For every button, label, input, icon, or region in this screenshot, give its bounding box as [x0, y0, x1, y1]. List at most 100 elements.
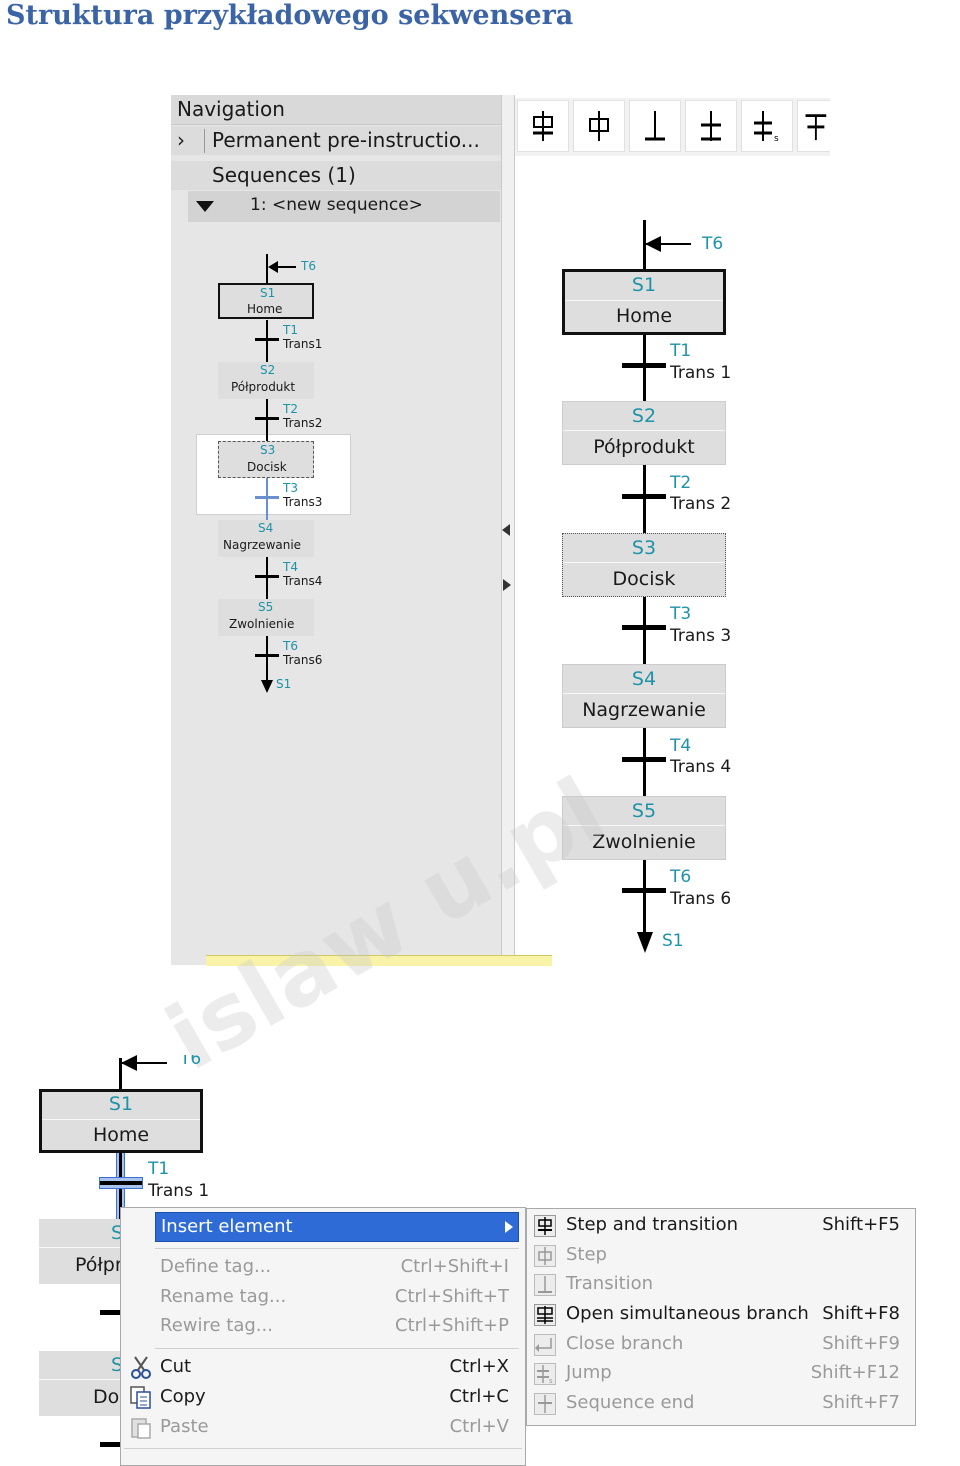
step-divider: [563, 693, 725, 694]
menu-item-label: Paste: [160, 1416, 209, 1437]
submenu-item-jump[interactable]: s Jump Shift+F12: [530, 1360, 914, 1388]
permanent-pre-row[interactable]: › Permanent pre-instructio...: [171, 126, 501, 155]
submenu-item-transition[interactable]: Transition: [530, 1271, 914, 1299]
insert-transition-icon[interactable]: [629, 100, 681, 152]
menu-item-shortcut: Ctrl+X: [449, 1356, 509, 1377]
sequences-row[interactable]: Sequences (1): [171, 161, 501, 190]
sequence-item-row[interactable]: 1: <new sequence>: [188, 191, 500, 222]
menu-separator: [155, 1248, 519, 1249]
transition-icon: [534, 1274, 556, 1296]
step-icon: [534, 1245, 556, 1267]
mini-transition-bar[interactable]: [255, 417, 279, 420]
mini-step-id: S3: [260, 443, 276, 457]
bottom-row-left: [171, 955, 201, 965]
main-transition-bar[interactable]: [622, 363, 666, 368]
submenu-item-shortcut: Shift+F9: [822, 1333, 900, 1354]
main-spine: [643, 728, 646, 796]
main-transition-id: T3: [670, 604, 692, 624]
main-step-s5[interactable]: S5 Zwolnienie: [562, 796, 726, 860]
main-step-s4[interactable]: S4 Nagrzewanie: [562, 664, 726, 728]
step-divider: [39, 1379, 120, 1380]
main-transition-bar[interactable]: [622, 757, 666, 762]
menu-item-shortcut: Ctrl+V: [449, 1416, 509, 1437]
lower-step-name: Home: [92, 1124, 150, 1146]
lower-transition-name: Trans 1: [148, 1181, 210, 1201]
menu-item-label: Define tag...: [160, 1256, 272, 1277]
mini-transition-bar[interactable]: [255, 338, 279, 341]
main-step-s2[interactable]: S2 Półprodukt: [562, 401, 726, 465]
main-transition-name: Trans 4: [670, 757, 732, 777]
main-step-s3[interactable]: S3 Docisk: [562, 533, 726, 597]
main-transition-name: Trans 2: [670, 494, 732, 514]
page-title: Struktura przykładowego sekwensera: [6, 0, 574, 31]
mini-step-name: Zwolnienie: [229, 617, 295, 631]
submenu-item-step-and-transition[interactable]: Step and transition Shift+F5: [530, 1212, 914, 1240]
mini-transition-id: T3: [283, 481, 298, 495]
submenu-item-shortcut: Shift+F5: [822, 1214, 900, 1235]
main-step-s1[interactable]: S1 Home: [562, 269, 726, 335]
sequence-end-icon[interactable]: [797, 100, 830, 152]
chevron-right-icon[interactable]: ›: [177, 128, 185, 152]
submenu-item-open-simultaneous-branch[interactable]: Open simultaneous branch Shift+F8: [530, 1301, 914, 1329]
mini-spine: [266, 478, 268, 520]
menu-item-paste[interactable]: Paste Ctrl+V: [127, 1414, 519, 1442]
menu-item-label: Rewire tag...: [160, 1315, 273, 1336]
mini-transition-name: Trans1: [283, 337, 323, 351]
menu-item-label: Rename tag...: [160, 1286, 287, 1307]
insert-step-transition-icon[interactable]: [517, 100, 569, 152]
main-step-id: S2: [631, 405, 657, 427]
submenu-item-step[interactable]: Step: [530, 1242, 914, 1270]
lower-transition-id: T1: [148, 1159, 170, 1179]
lower-transition-bar[interactable]: [100, 1181, 142, 1185]
menu-item-insert-element[interactable]: Insert element: [155, 1212, 519, 1242]
collapse-left-icon[interactable]: [502, 524, 510, 536]
mini-transition-bar[interactable]: [255, 654, 279, 657]
lower-step-s3-partial[interactable]: S Do: [39, 1351, 123, 1416]
main-spine: [643, 220, 646, 270]
bottom-highlight-row[interactable]: [206, 955, 552, 966]
close-branch-icon: [534, 1334, 556, 1356]
menu-item-shortcut: Ctrl+Shift+I: [400, 1256, 509, 1277]
main-spine: [643, 335, 646, 401]
mini-step-s2[interactable]: S2 Półprodukt: [218, 362, 314, 399]
lower-entry-arrow-icon: [121, 1055, 137, 1071]
menu-item-define-tag[interactable]: Define tag... Ctrl+Shift+I: [155, 1254, 519, 1282]
main-jump-arrow-icon: [637, 932, 653, 953]
navigation-header: Navigation: [171, 95, 501, 125]
menu-item-rewire-tag[interactable]: Rewire tag... Ctrl+Shift+P: [155, 1313, 519, 1341]
mini-transition-bar[interactable]: [255, 496, 279, 499]
menu-item-copy[interactable]: Copy Ctrl+C: [127, 1384, 519, 1412]
lower-step-s2-partial[interactable]: S Półpr: [39, 1219, 123, 1284]
submenu-item-shortcut: Shift+F12: [810, 1362, 900, 1383]
mini-step-s1[interactable]: S1 Home: [218, 283, 314, 319]
triangle-down-icon[interactable]: [196, 201, 214, 213]
menu-item-cut[interactable]: Cut Ctrl+X: [127, 1354, 519, 1382]
main-transition-bar[interactable]: [622, 625, 666, 630]
copy-icon: [130, 1386, 151, 1409]
lower-step-s1[interactable]: S1 Home: [39, 1089, 203, 1153]
main-transition-bar[interactable]: [622, 494, 666, 499]
expand-right-icon[interactable]: [503, 579, 511, 591]
sequence-item-label: 1: <new sequence>: [250, 195, 423, 215]
menu-item-rename-tag[interactable]: Rename tag... Ctrl+Shift+T: [155, 1284, 519, 1312]
main-step-name: Półprodukt: [593, 436, 695, 458]
mini-spine: [266, 254, 268, 284]
submenu-item-close-branch[interactable]: Close branch Shift+F9: [530, 1331, 914, 1359]
scissors-icon: [131, 1356, 151, 1379]
mini-step-s4[interactable]: S4 Nagrzewanie: [218, 520, 314, 557]
insert-step-icon[interactable]: [573, 100, 625, 152]
main-transition-bar[interactable]: [622, 888, 666, 893]
submenu-item-sequence-end[interactable]: Sequence end Shift+F7: [530, 1390, 914, 1418]
mini-entry-line: [270, 266, 296, 268]
mini-step-s3[interactable]: S3 Docisk: [218, 441, 314, 478]
sequence-end-icon: [534, 1393, 556, 1415]
step-divider: [563, 562, 725, 563]
mini-transition-bar[interactable]: [255, 575, 279, 578]
main-entry-arrow-icon: [645, 236, 661, 252]
open-branch-icon[interactable]: [685, 100, 737, 152]
step-divider: [563, 430, 725, 431]
jump-icon[interactable]: s: [741, 100, 793, 152]
mini-step-name: Półprodukt: [231, 380, 296, 394]
mini-step-s5[interactable]: S5 Zwolnienie: [218, 599, 314, 636]
lower-transition-bar-partial: [100, 1442, 120, 1447]
